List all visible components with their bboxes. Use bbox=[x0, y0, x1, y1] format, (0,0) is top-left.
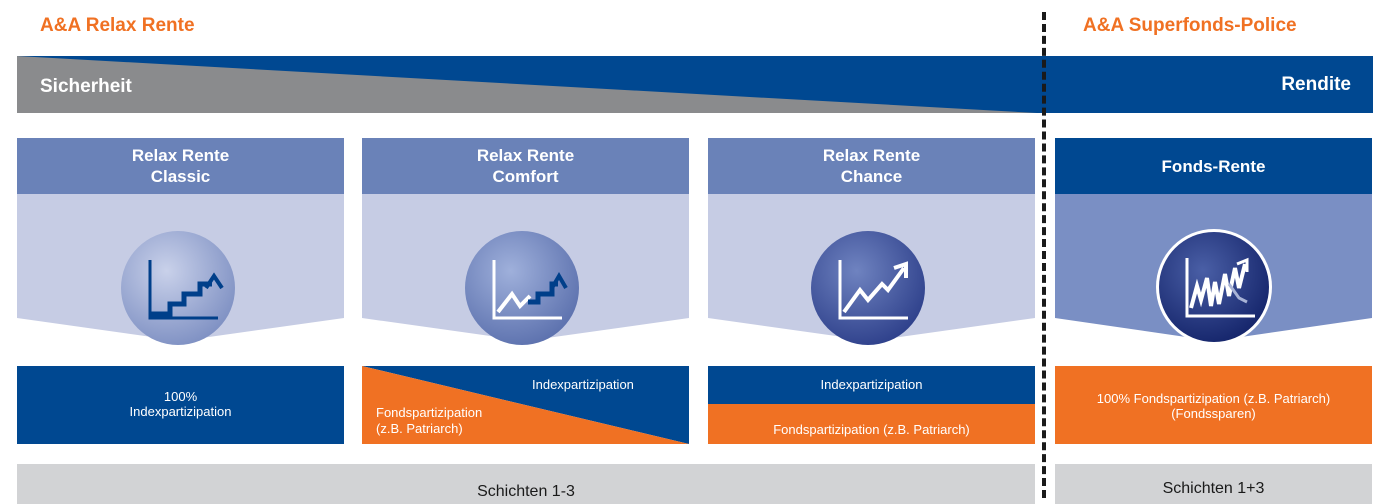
card-classic: Relax Rente Classic bbox=[17, 138, 344, 345]
card-title-line1: Relax Rente bbox=[131, 146, 230, 165]
index-label: Indexpartizipation bbox=[820, 377, 923, 392]
card-fonds-rente: Fonds-Rente bbox=[1055, 138, 1372, 345]
allocation-chance: Indexpartizipation Fondspartizipation (z… bbox=[708, 366, 1035, 444]
card-title: Relax Rente Classic bbox=[17, 138, 344, 194]
security-return-bar bbox=[17, 56, 1373, 113]
footer-left: Schichten 1-3 bbox=[17, 464, 1035, 504]
fonds-label: Fondspartizipation (z.B. Patriarch) bbox=[773, 422, 970, 437]
allocation-line1: 100% Fondspartizipation (z.B. Patriarch) bbox=[1096, 391, 1331, 406]
card-title-line1: Relax Rente bbox=[822, 146, 921, 165]
card-title-line2: Chance bbox=[840, 167, 903, 186]
card-title: Relax Rente Chance bbox=[708, 138, 1035, 194]
index-label: Indexpartizipation bbox=[532, 377, 634, 392]
superfonds-police-header: A&A Superfonds-Police bbox=[1083, 15, 1297, 36]
card-title: Fonds-Rente bbox=[1055, 138, 1372, 194]
fonds-label-line1: Fondspartizipation bbox=[376, 405, 483, 420]
volatile-chart-icon bbox=[1156, 229, 1272, 345]
card-title-line1: Relax Rente bbox=[476, 146, 575, 165]
card-title: Relax Rente Comfort bbox=[362, 138, 689, 194]
fonds-segment: Fondspartizipation (z.B. Patriarch) bbox=[708, 404, 1035, 444]
allocation-line2: (Fondssparen) bbox=[1171, 406, 1256, 421]
card-title-line2: Classic bbox=[150, 167, 211, 186]
stairs-chart-icon bbox=[121, 231, 235, 345]
relax-rente-header: A&A Relax Rente bbox=[40, 15, 195, 36]
index-segment: Indexpartizipation bbox=[708, 366, 1035, 404]
rendite-label: Rendite bbox=[1281, 74, 1351, 95]
allocation-classic: 100% Indexpartizipation bbox=[17, 366, 344, 444]
schichten-label: Schichten 1-3 bbox=[477, 483, 575, 500]
schichten-label: Schichten 1+3 bbox=[1162, 480, 1265, 497]
allocation-split-shape bbox=[362, 366, 689, 444]
rising-line-chart-icon bbox=[811, 231, 925, 345]
allocation-line2: Indexpartizipation bbox=[129, 404, 232, 419]
card-comfort: Relax Rente Comfort bbox=[362, 138, 689, 345]
card-title-line1: Fonds-Rente bbox=[1161, 156, 1266, 176]
allocation-line1: 100% bbox=[163, 389, 198, 404]
card-chance: Relax Rente Chance bbox=[708, 138, 1035, 345]
footer-right: Schichten 1+3 bbox=[1055, 464, 1372, 504]
allocation-comfort: Indexpartizipation Fondspartizipation (z… bbox=[362, 366, 689, 444]
sicherheit-label: Sicherheit bbox=[40, 76, 132, 97]
dashed-separator bbox=[1042, 12, 1046, 498]
allocation-fonds-rente: 100% Fondspartizipation (z.B. Patriarch)… bbox=[1055, 366, 1372, 444]
fonds-label-line2: (z.B. Patriarch) bbox=[376, 421, 463, 436]
zigzag-stairs-chart-icon bbox=[465, 231, 579, 345]
card-title-line2: Comfort bbox=[492, 167, 559, 186]
